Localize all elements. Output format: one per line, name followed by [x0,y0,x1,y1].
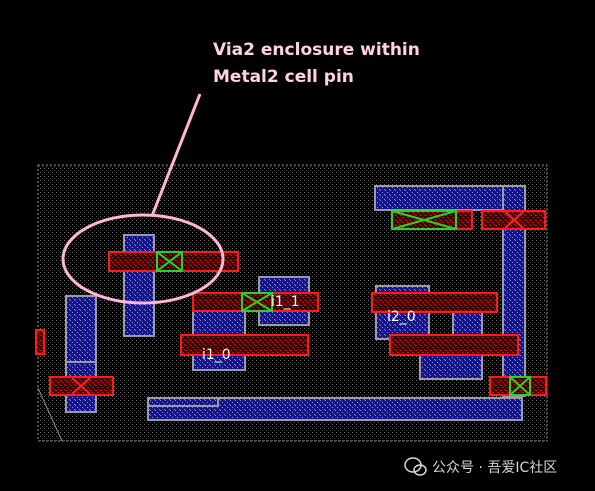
metal1-shape [123,234,155,337]
callout-line-1: Via2 enclosure within [213,40,420,60]
via2-in-callout [156,251,183,272]
callout-line-2: Metal2 cell pin [213,67,354,87]
callout-ellipse [61,213,225,305]
via2 [241,292,273,312]
metal1-shape [147,397,219,407]
metal2-shape [389,334,519,356]
via2 [391,210,457,230]
metal2-shape [108,251,239,272]
via2-layer [156,210,531,396]
pin-label-i1-0: i1_0 [202,347,231,363]
via2 [509,376,531,396]
via1-layer [71,211,524,395]
cell-corner-diagonal [37,387,63,442]
metal2-layer [35,210,547,396]
wechat-icon [404,457,427,476]
metal2-shape [489,376,547,396]
callout-leader-line [150,93,202,217]
metal2-shape [371,292,498,313]
metal2-shape [35,329,45,355]
watermark-text: 公众号 · 吾爱IC社区 [432,460,557,476]
metal2-shape [180,334,309,356]
pin-label-i1-1: i1_1 [271,294,300,310]
metal1-shape [147,397,523,421]
pin-label-i2-0: i2_0 [387,309,416,325]
